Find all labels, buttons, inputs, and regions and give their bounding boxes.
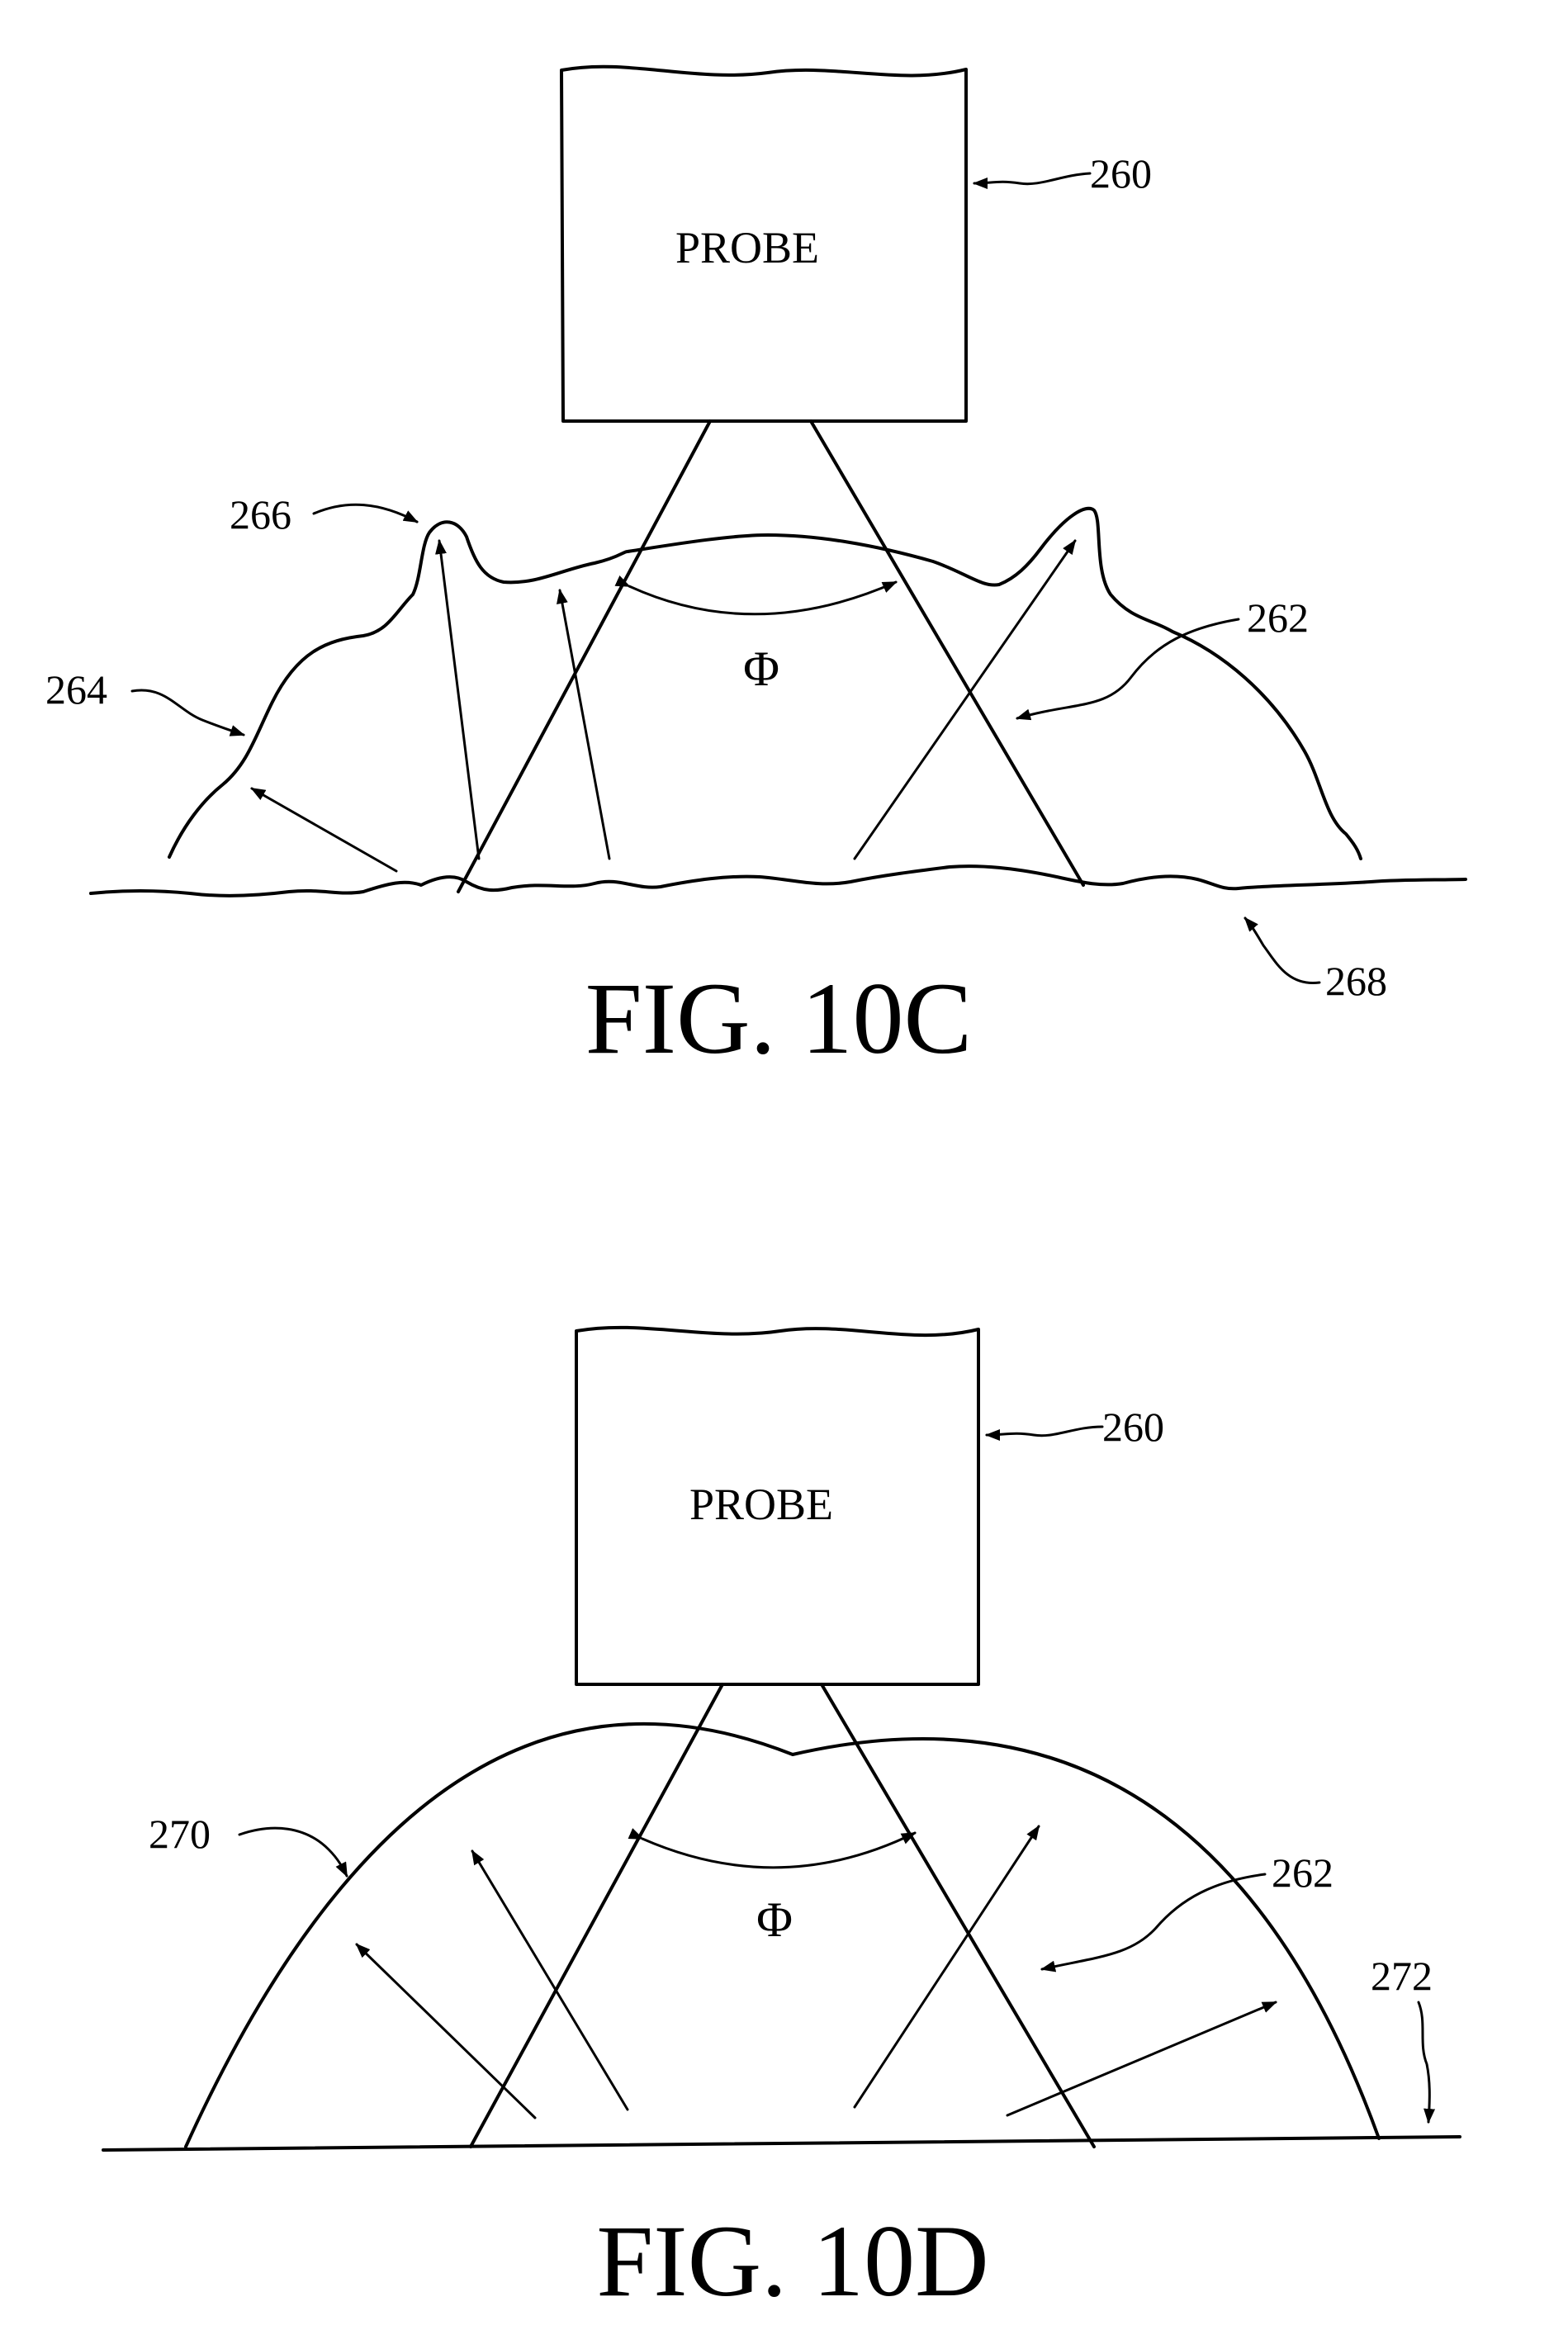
probe-label: PROBE	[675, 223, 819, 272]
beam-left-edge	[457, 419, 712, 893]
probe-label: PROBE	[689, 1480, 833, 1529]
ref-262-callout: 262	[1040, 1849, 1334, 1972]
angle-symbol: Φ	[743, 642, 779, 696]
reflection-arrow-3	[853, 1825, 1040, 2109]
ref-260: 260	[1090, 150, 1152, 197]
ref-268: 268	[1325, 958, 1387, 1004]
flat-baseline	[102, 2135, 1461, 2152]
reflection-arrow-2	[471, 1849, 629, 2111]
probe-box: PROBE	[560, 64, 968, 423]
angle-arc	[614, 575, 898, 616]
probe-box: PROBE	[575, 1325, 980, 1686]
reflection-arrow-1	[250, 787, 398, 873]
reflection-arrow-2	[435, 539, 481, 860]
ref-266-callout: 266	[230, 491, 419, 538]
ref-270: 270	[149, 1811, 211, 1857]
ref-272-callout: 272	[1371, 1953, 1436, 2124]
reflection-arrow-4	[1006, 2001, 1277, 2117]
reflection-arrow-1	[355, 1943, 537, 2119]
ref-262-callout: 262	[1016, 594, 1309, 721]
angle-symbol: Φ	[756, 1892, 793, 1947]
dome-surface	[184, 1721, 1381, 2148]
ref-262: 262	[1272, 1849, 1334, 1896]
figure-10c: PROBE 260 Φ 266 264	[45, 64, 1467, 1075]
reflection-arrow-3	[557, 589, 611, 860]
irregular-surface	[168, 506, 1362, 860]
figure-10d-caption: FIG. 10D	[596, 2205, 988, 2318]
figure-10d: PROBE 260 Φ 270 262	[102, 1325, 1461, 2318]
ref-266: 266	[230, 491, 291, 538]
ref-264-callout: 264	[45, 666, 245, 736]
reflection-arrow-4	[853, 539, 1077, 860]
ref-260-callout: 260	[973, 150, 1152, 197]
beam-right-edge	[809, 419, 1085, 887]
ref-264: 264	[45, 666, 107, 713]
ref-260-callout: 260	[985, 1404, 1164, 1450]
ref-262: 262	[1247, 594, 1309, 641]
angle-arc	[628, 1828, 917, 1869]
figure-10c-caption: FIG. 10C	[585, 962, 973, 1075]
beam-left-edge	[469, 1683, 724, 2148]
wavy-baseline	[89, 864, 1467, 897]
ref-270-callout: 270	[149, 1811, 348, 1878]
ref-260: 260	[1102, 1404, 1164, 1450]
ref-272: 272	[1371, 1953, 1433, 1999]
beam-right-edge	[820, 1683, 1096, 2148]
ref-268-callout: 268	[1244, 916, 1387, 1004]
